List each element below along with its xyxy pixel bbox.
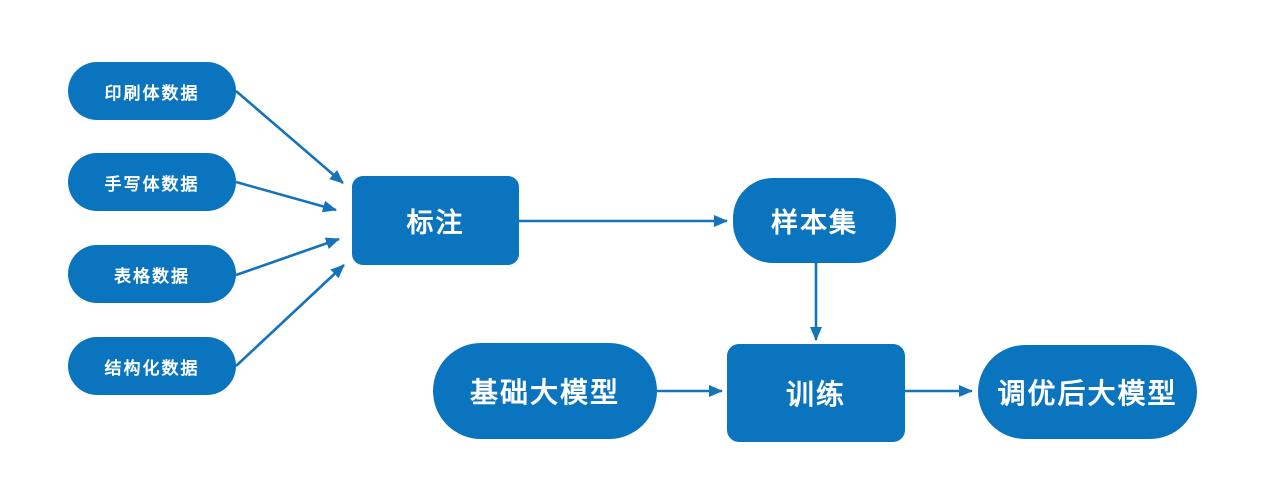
arrow-table-data-to-annotation xyxy=(235,237,340,277)
arrow-printed-data-to-annotation xyxy=(235,90,344,184)
node-printed-data: 印刷体数据 xyxy=(68,62,236,120)
node-handwritten-data: 手写体数据 xyxy=(68,153,236,211)
node-sample-set-label: 样本集 xyxy=(771,208,858,238)
node-annotation-label: 标注 xyxy=(406,208,465,238)
node-structured-data: 结构化数据 xyxy=(68,337,236,395)
node-tuned-large-model-label: 调优后大模型 xyxy=(997,378,1178,409)
node-handwritten-data-label: 手写体数据 xyxy=(104,174,200,194)
node-structured-data-label: 结构化数据 xyxy=(104,358,200,378)
node-annotation: 标注 xyxy=(352,176,519,265)
arrow-structured-data-to-annotation xyxy=(235,264,345,367)
node-table-data-label: 表格数据 xyxy=(114,266,190,286)
node-table-data: 表格数据 xyxy=(68,245,236,303)
node-sample-set: 样本集 xyxy=(733,178,896,263)
node-training: 训练 xyxy=(727,344,905,442)
node-training-label: 训练 xyxy=(785,379,846,410)
arrow-handwritten-data-to-annotation xyxy=(235,180,337,213)
node-base-large-model: 基础大模型 xyxy=(433,343,657,439)
node-base-large-model-label: 基础大模型 xyxy=(469,377,620,408)
node-tuned-large-model: 调优后大模型 xyxy=(978,345,1197,439)
node-printed-data-label: 印刷体数据 xyxy=(104,83,200,103)
